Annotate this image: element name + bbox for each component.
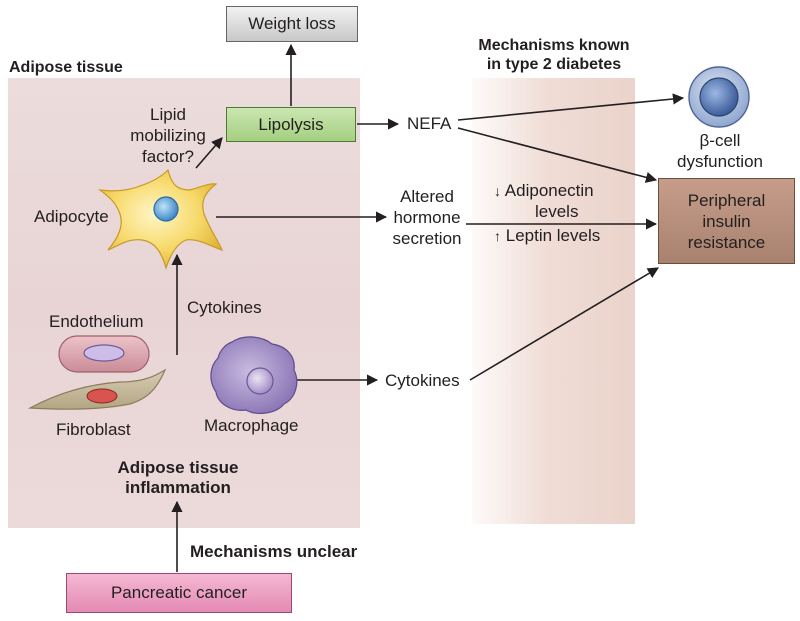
mechanisms-title-line-2: in type 2 diabetes [486,56,622,73]
lipid-line-1: Lipid [150,105,186,124]
peripheral-line-3: resistance [687,232,766,252]
fibroblast-label: Fibroblast [56,420,131,439]
lipid-line-2: mobilizing [130,126,206,145]
arrow-adipocyte-to-lipolysis [195,137,223,169]
adipocyte-cell [97,168,224,271]
inflammation-line-1: Adipose tissue [117,458,239,477]
adiponectin-label: ↓ Adiponectin [494,181,594,201]
peripheral-line-1: Peripheral [687,190,766,210]
pancreatic-cancer-label: Pancreatic cancer [110,583,248,602]
lipolysis-box: Lipolysis [226,107,356,142]
altered-line-1: Altered [400,187,454,206]
leptin-label: ↑ Leptin levels [494,226,600,246]
peripheral-line-2: insulin [702,211,751,231]
adiponectin-levels-label: levels [535,202,579,221]
beta-cell [688,66,750,128]
adipose-tissue-inflammation-label: Adipose tissue inflammation [98,458,258,498]
down-arrow-icon: ↓ [494,183,501,199]
leptin-text: Leptin levels [505,226,601,245]
fibroblast-cell [27,368,167,410]
weight-loss-label: Weight loss [248,14,336,33]
mechanisms-known-title: Mechanisms known in type 2 diabetes [454,36,654,74]
adipose-tissue-title: Adipose tissue [9,59,123,76]
beta-cell-dysfunction-label: β-cell dysfunction [672,130,768,172]
adipocyte-label: Adipocyte [34,207,109,226]
endothelium-cell [58,335,150,373]
lipolysis-label: Lipolysis [258,114,324,134]
nefa-label: NEFA [407,114,452,133]
cytokines-right-label: Cytokines [385,371,460,390]
endothelium-label: Endothelium [49,312,144,331]
weight-loss-box: Weight loss [226,6,358,42]
arrow-cytokines-to-peripheral [469,267,659,381]
beta-line-2: dysfunction [677,152,763,171]
arrow-nefa-to-peripheral [457,127,658,183]
mechanisms-title-line-1: Mechanisms known [478,37,630,54]
mechanisms-unclear-label: Mechanisms unclear [190,542,358,561]
macrophage-cell [210,336,298,414]
lipid-mobilizing-factor-label: Lipid mobilizing factor? [118,104,218,167]
adiponectin-text: Adiponectin [504,181,594,200]
altered-line-2: hormone [393,208,461,227]
adipose-tissue-panel [8,78,360,528]
altered-hormone-secretion-label: Altered hormone secretion [380,186,474,249]
pancreatic-cancer-box: Pancreatic cancer [66,573,292,613]
cytokines-vertical-label: Cytokines [187,298,262,317]
macrophage-label: Macrophage [204,416,299,435]
up-arrow-icon: ↑ [494,228,501,244]
arrow-nefa-to-beta-cell [457,93,685,121]
altered-line-3: secretion [392,229,462,248]
arrows [171,43,685,572]
inflammation-line-2: inflammation [125,478,231,497]
beta-line-1: β-cell [699,131,741,150]
lipid-line-3: factor? [142,147,194,166]
peripheral-insulin-resistance-box: Peripheral insulin resistance [658,178,795,264]
